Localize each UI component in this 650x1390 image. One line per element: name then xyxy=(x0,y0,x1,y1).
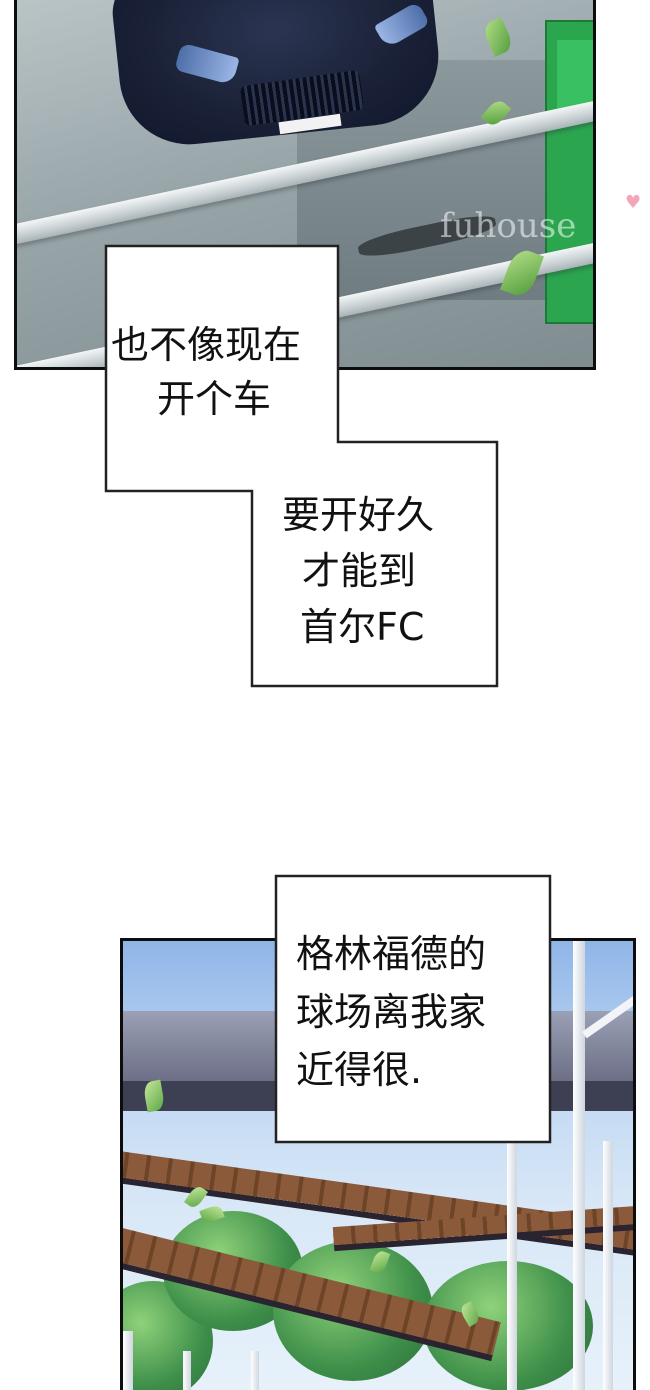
house-icon: ⌂ xyxy=(598,210,620,250)
heart-icon: ♥ xyxy=(625,192,642,213)
caption-line: 球场离我家 xyxy=(296,990,487,1034)
caption-line: 开个车 xyxy=(157,377,272,421)
caption-line: 也不像现在 xyxy=(111,323,302,367)
caption-line: 才能到 xyxy=(302,549,417,593)
support-pillar xyxy=(123,1331,133,1390)
panel-car-parking xyxy=(14,0,596,370)
caption-line: 要开好久 xyxy=(282,493,435,537)
caption-line: 首尔FC xyxy=(300,605,425,649)
caption-line: 近得很. xyxy=(296,1048,423,1092)
support-pillar xyxy=(183,1351,191,1390)
falling-leaf xyxy=(480,16,516,58)
support-pillar xyxy=(573,941,585,1390)
support-pillar xyxy=(603,1141,613,1390)
caption-line: 格林福德的 xyxy=(296,932,487,976)
support-pillar xyxy=(507,1141,517,1390)
support-pillar xyxy=(251,1351,259,1390)
watermark-text: fuhouse xyxy=(440,206,577,246)
